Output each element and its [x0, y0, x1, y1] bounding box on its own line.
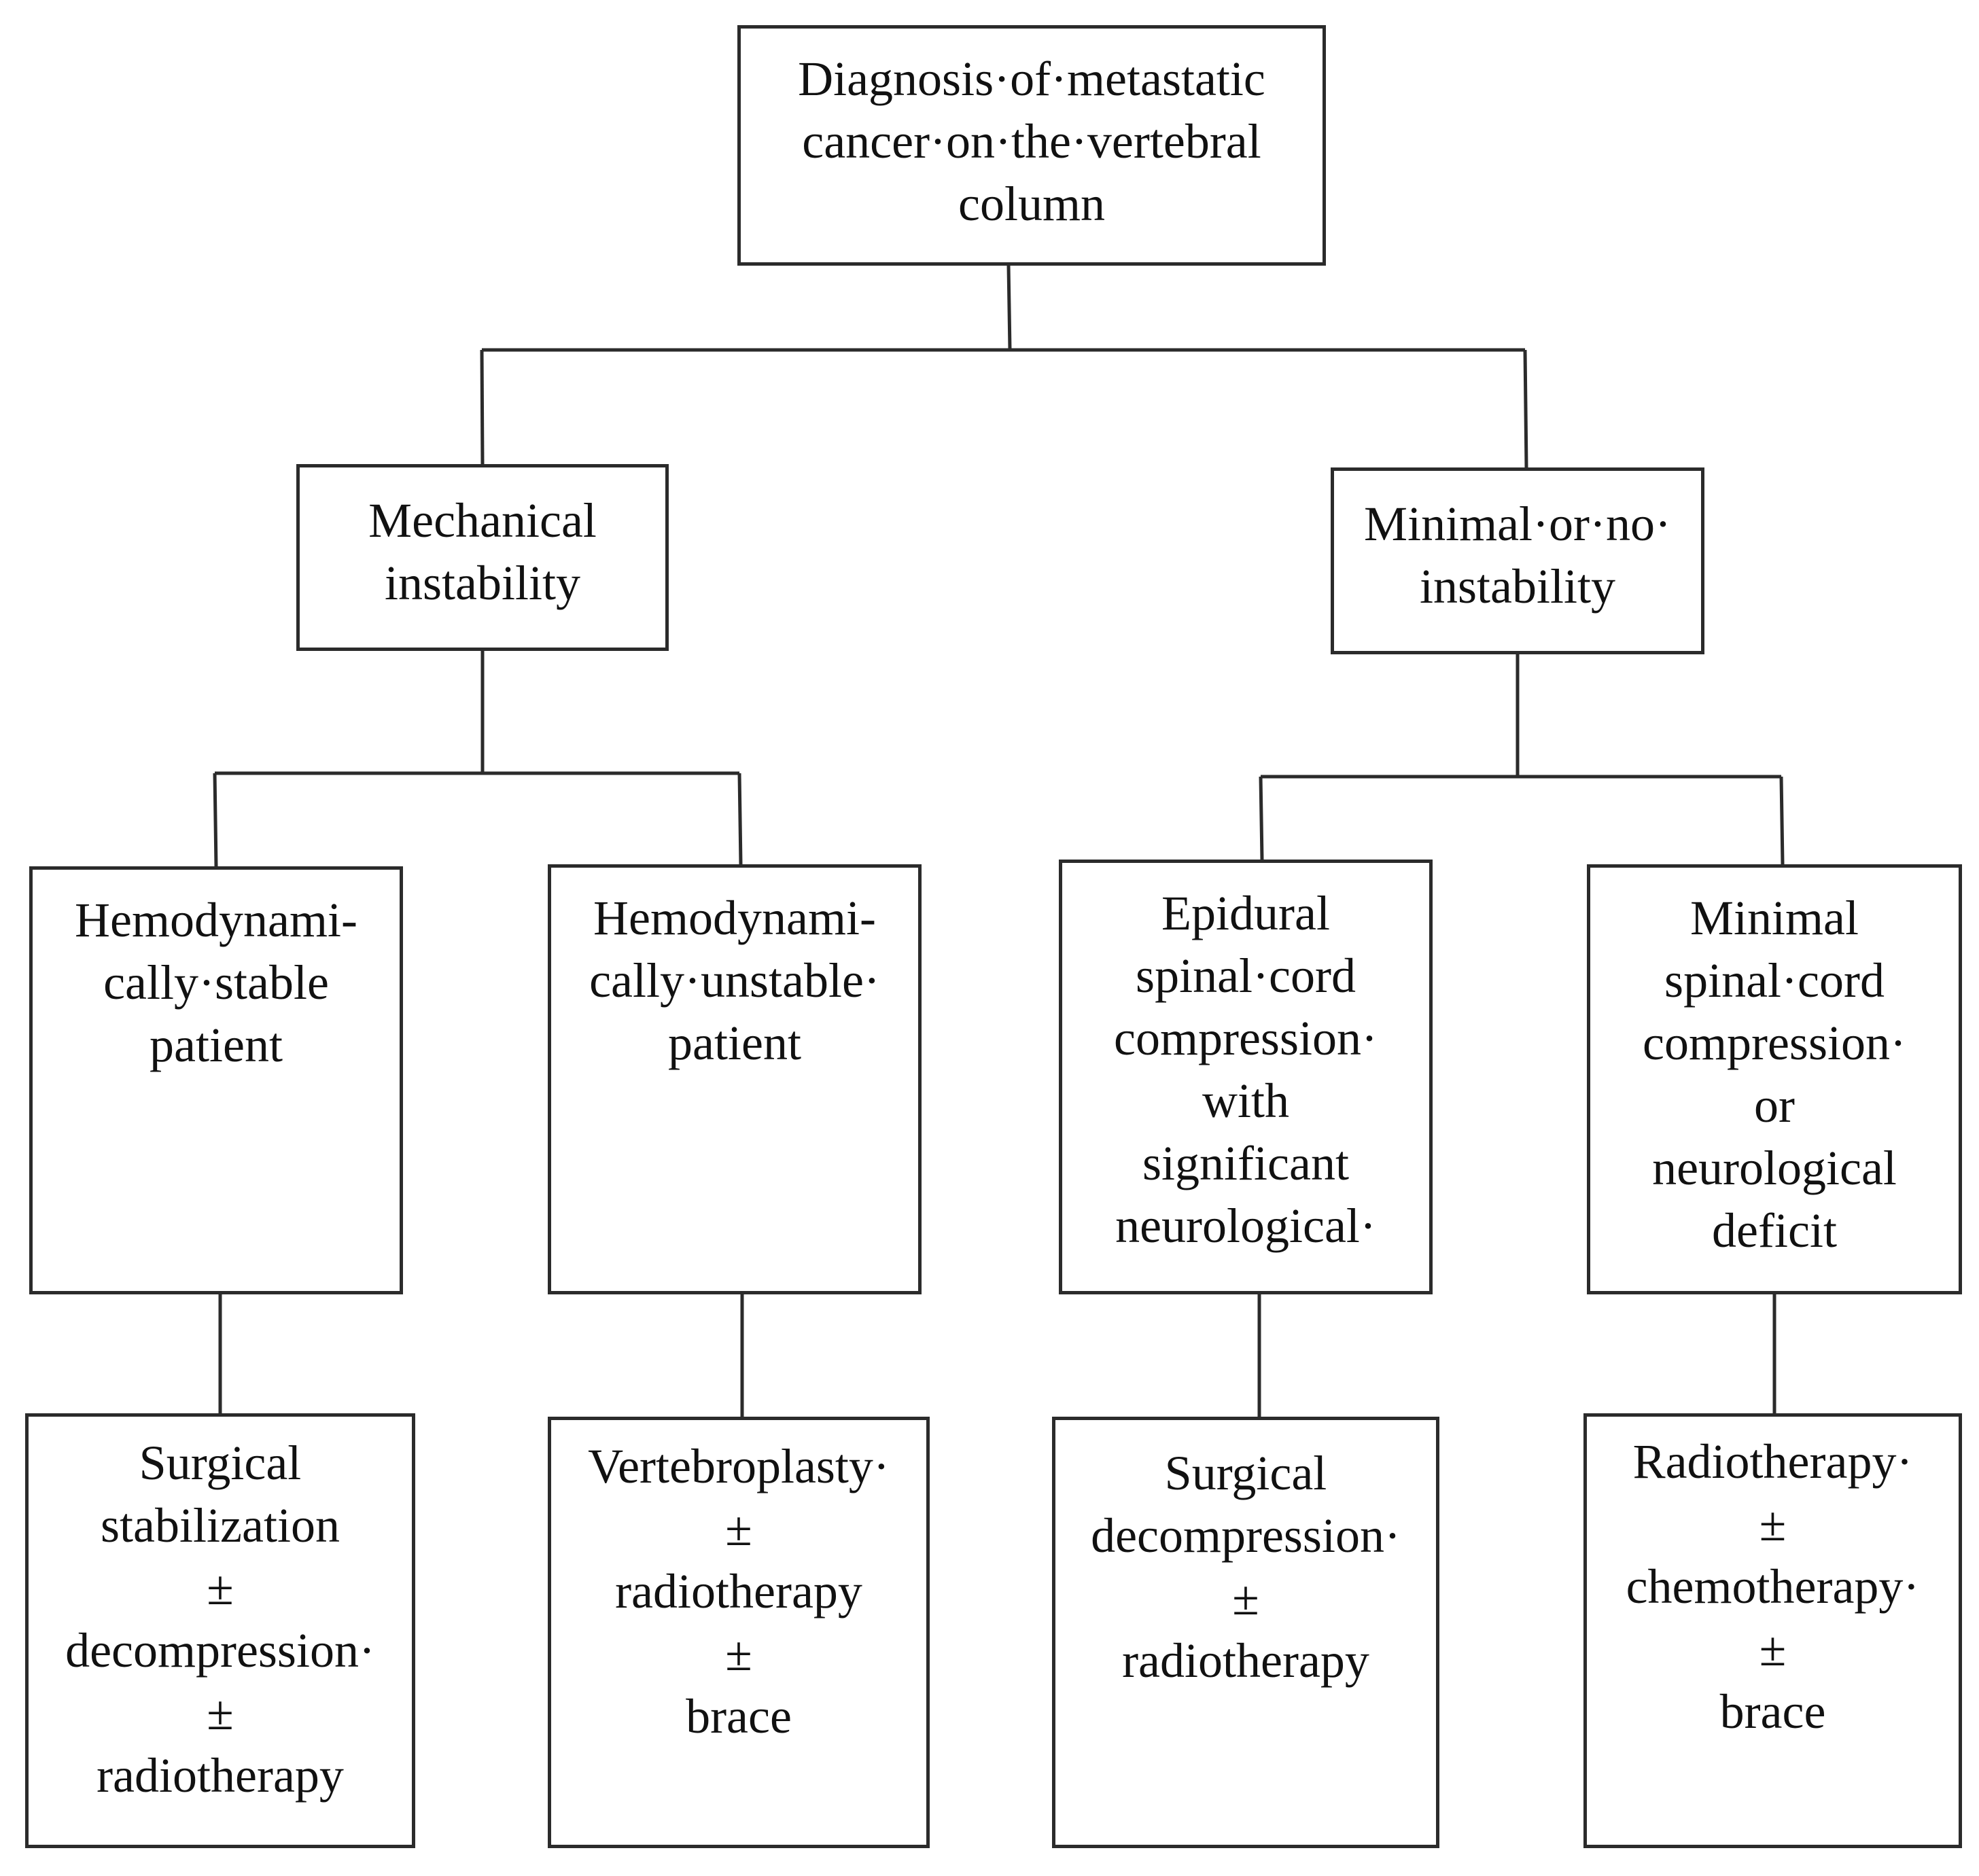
stable-patient-line-1: Hemodynami-	[75, 893, 357, 947]
stabilization-treatment-node: Surgical stabilization ± decompression· …	[25, 1413, 415, 1848]
decompression-treatment-node: Surgical decompression· ± radiotherapy	[1052, 1417, 1439, 1848]
mechanical-instability-node: Mechanical instability	[296, 464, 669, 651]
epidural-compression-line-4: with	[1202, 1074, 1289, 1128]
stabilization-treatment-line-3: ±	[207, 1561, 234, 1615]
stabilization-treatment-line-2: stabilization	[101, 1498, 340, 1553]
minimal-compression-line-6: deficit	[1712, 1203, 1837, 1258]
minimal-compression-line-3: compression·	[1643, 1016, 1906, 1070]
unstable-patient-line-3: patient	[668, 1016, 801, 1070]
minimal-compression-line-5: neurological	[1652, 1141, 1897, 1195]
vertebroplasty-treatment-line-4: ±	[725, 1627, 752, 1681]
stabilization-treatment-line-1: Surgical	[139, 1436, 302, 1490]
diagnosis-line-2: cancer·on·the·vertebral	[802, 114, 1261, 169]
vertebroplasty-treatment-line-1: Vertebroplasty·	[588, 1439, 890, 1493]
diagnosis-line-1: Diagnosis·of·metastatic	[798, 52, 1265, 106]
radiotherapy-treatment-line-4: ±	[1759, 1622, 1787, 1676]
minimal-compression-line-4: or	[1754, 1078, 1795, 1133]
epidural-compression-line-2: spinal·cord	[1136, 949, 1356, 1003]
vertebroplasty-treatment-line-2: ±	[725, 1502, 752, 1556]
minimal-instability-node: Minimal·or·no· instability	[1331, 467, 1704, 654]
vertebroplasty-treatment-line-5: brace	[686, 1689, 792, 1744]
minimal-instability-line-2: instability	[1420, 559, 1615, 614]
vertebroplasty-treatment-line-3: radiotherapy	[615, 1564, 862, 1618]
epidural-compression-line-3: compression·	[1114, 1011, 1378, 1065]
epidural-compression-line-5: significant	[1142, 1136, 1349, 1190]
stabilization-treatment-line-4: decompression·	[65, 1623, 375, 1678]
connector-to-mechanical	[480, 349, 485, 465]
radiotherapy-treatment-line-2: ±	[1759, 1497, 1787, 1551]
connector-to-unstable	[737, 773, 743, 865]
epidural-compression-line-1: Epidural	[1161, 886, 1330, 940]
unstable-patient-line-2: cally·unstable·	[589, 953, 880, 1008]
minimal-compression-node: Minimal spinal·cord compression· or neur…	[1587, 864, 1962, 1294]
stabilization-treatment-line-5: ±	[207, 1686, 234, 1740]
radiotherapy-treatment-line-5: brace	[1719, 1684, 1826, 1739]
stable-patient-line-2: cally·stable	[103, 955, 329, 1010]
radiotherapy-treatment-line-1: Radiotherapy·	[1632, 1434, 1913, 1489]
radiotherapy-treatment-node: Radiotherapy· ± chemotherapy· ± brace	[1583, 1413, 1962, 1848]
radiotherapy-treatment-line-3: chemotherapy·	[1626, 1559, 1920, 1614]
connector-root-stem	[1006, 265, 1012, 351]
minimal-compression-line-2: spinal·cord	[1664, 953, 1885, 1008]
epidural-compression-node: Epidural spinal·cord compression· with s…	[1059, 860, 1433, 1294]
unstable-patient-node: Hemodynami- cally·unstable· patient	[548, 864, 922, 1294]
decompression-treatment-line-1: Surgical	[1164, 1446, 1327, 1500]
decompression-treatment-line-3: ±	[1232, 1571, 1259, 1625]
stabilization-treatment-line-6: radiotherapy	[97, 1748, 344, 1803]
stable-patient-node: Hemodynami- cally·stable patient	[29, 866, 403, 1294]
unstable-patient-line-1: Hemodynami-	[593, 891, 876, 945]
diagnosis-line-3: column	[958, 177, 1105, 231]
connector-to-minimal	[1523, 349, 1528, 468]
connector-to-stable	[213, 773, 218, 867]
connector-to-epidural	[1259, 776, 1264, 860]
decompression-treatment-line-4: radiotherapy	[1122, 1633, 1369, 1688]
vertebroplasty-treatment-node: Vertebroplasty· ± radiotherapy ± brace	[548, 1417, 930, 1848]
diagnosis-node: Diagnosis·of·metastatic cancer·on·the·ve…	[737, 25, 1326, 266]
connector-to-minimal-compression	[1779, 776, 1785, 865]
epidural-compression-line-6: neurological·	[1115, 1199, 1376, 1253]
mechanical-instability-line-1: Mechanical	[368, 493, 597, 548]
minimal-instability-line-1: Minimal·or·no·	[1364, 497, 1671, 551]
stable-patient-line-3: patient	[150, 1018, 283, 1072]
mechanical-instability-line-2: instability	[385, 556, 580, 610]
minimal-compression-line-1: Minimal	[1690, 891, 1859, 945]
decompression-treatment-line-2: decompression·	[1091, 1508, 1401, 1563]
